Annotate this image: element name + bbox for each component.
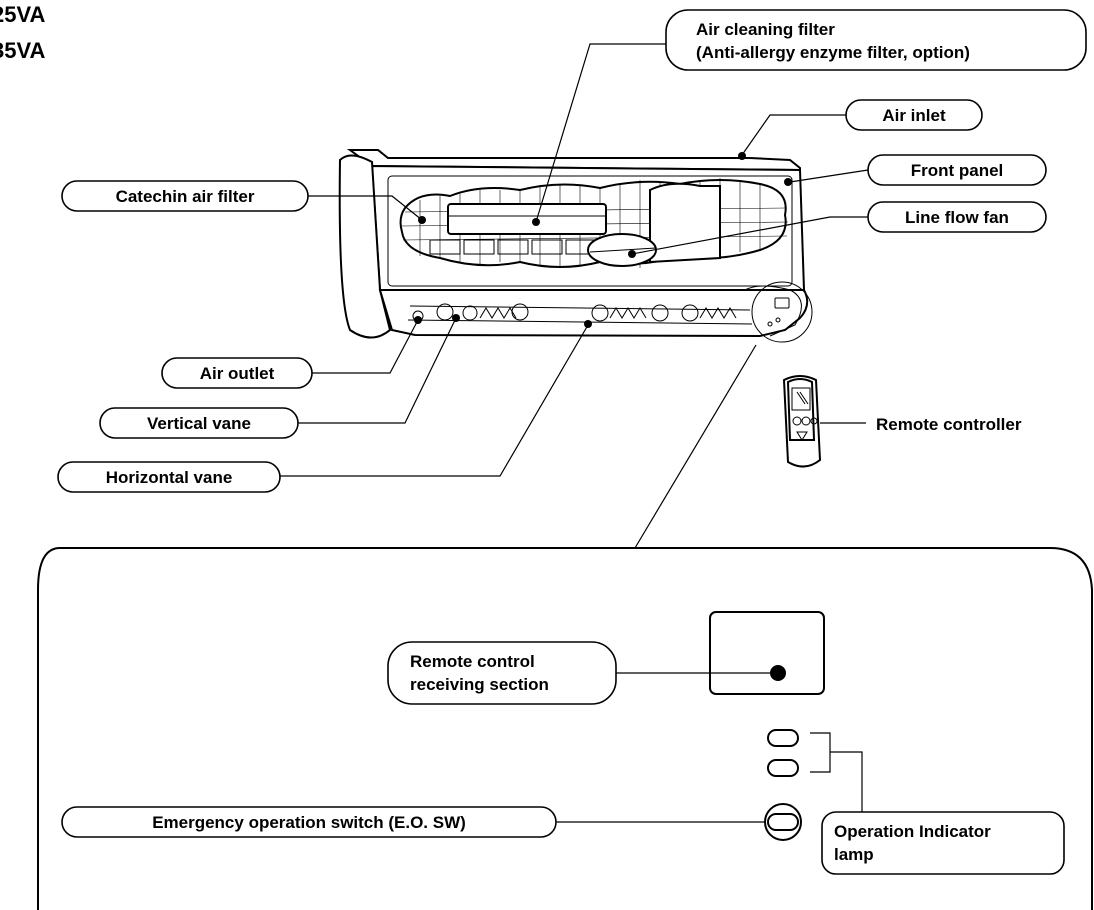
svg-text:Operation Indicator: Operation Indicator	[834, 822, 991, 841]
svg-text:Horizontal vane: Horizontal vane	[106, 468, 233, 487]
label-operation-indicator-lamp: Operation Indicator lamp	[821, 811, 1065, 875]
svg-text:Vertical vane: Vertical vane	[147, 414, 251, 433]
svg-text:Emergency operation switch (E.: Emergency operation switch (E.O. SW)	[152, 813, 466, 832]
indoor-unit-illustration	[338, 149, 809, 339]
remote-controller-illustration	[782, 375, 822, 468]
svg-text:(Anti-allergy enzyme filter, o: (Anti-allergy enzyme filter, option)	[696, 43, 970, 62]
label-remote-controller: Remote controller	[876, 415, 1022, 434]
label-catechin-air-filter: Catechin air filter	[61, 180, 309, 212]
indicator-lamp-1	[767, 729, 799, 747]
label-air-outlet: Air outlet	[161, 357, 313, 389]
label-front-panel: Front panel	[867, 154, 1047, 186]
svg-text:Air cleaning filter: Air cleaning filter	[696, 20, 835, 39]
svg-text:Catechin air filter: Catechin air filter	[116, 187, 255, 206]
model-name-2: 35VA	[0, 38, 46, 63]
svg-text:Air inlet: Air inlet	[882, 106, 946, 125]
svg-text:receiving section: receiving section	[410, 675, 549, 694]
svg-text:Remote control: Remote control	[410, 652, 535, 671]
svg-text:Line flow fan: Line flow fan	[905, 208, 1009, 227]
outlet-louvres	[407, 303, 753, 325]
emergency-switch	[767, 813, 799, 831]
svg-text:Remote controller: Remote controller	[876, 415, 1022, 434]
detail-panel	[37, 547, 1093, 910]
svg-text:Front panel: Front panel	[911, 161, 1004, 180]
label-horizontal-vane: Horizontal vane	[57, 461, 281, 493]
indicator-lamp-2	[767, 759, 799, 777]
zoom-circle	[751, 281, 813, 343]
receiver-sensor	[770, 665, 786, 681]
label-vertical-vane: Vertical vane	[99, 407, 299, 439]
label-line-flow-fan: Line flow fan	[867, 201, 1047, 233]
label-air-cleaning-filter: Air cleaning filter (Anti-allergy enzyme…	[665, 9, 1087, 71]
model-name-1: 25VA	[0, 2, 46, 27]
svg-text:lamp: lamp	[834, 845, 874, 864]
svg-text:Air outlet: Air outlet	[200, 364, 275, 383]
label-emergency-operation-switch: Emergency operation switch (E.O. SW)	[61, 806, 557, 838]
label-air-inlet: Air inlet	[845, 99, 983, 131]
filter-frame-cells	[429, 239, 597, 255]
label-remote-control-receiving-section: Remote control receiving section	[387, 641, 617, 705]
receiver-window	[709, 611, 825, 695]
